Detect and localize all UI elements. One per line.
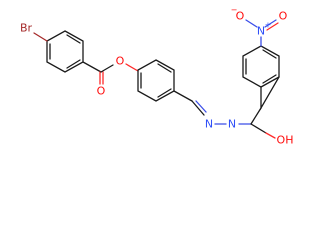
n-o-right-bond-a <box>264 19 277 28</box>
imine-bond-a <box>191 100 205 116</box>
bromophenyl-ring <box>46 30 84 73</box>
nitro-oxygen-right: O <box>279 10 288 23</box>
nitro-nitrogen: N <box>257 25 265 38</box>
n-o-left-bond <box>245 19 258 28</box>
nitrophenyl-ring <box>242 45 280 111</box>
nitro-oxygen-left: O <box>236 10 245 23</box>
structure-diagram: Br O O N + O − O N N OH <box>20 6 294 147</box>
nitrophenyl-ring-inner <box>245 49 277 84</box>
nitro-negative-charge: − <box>231 6 238 15</box>
bromine-atom: Br <box>20 22 33 35</box>
carbonyl-o-bond <box>100 64 114 73</box>
imine-bond-b <box>195 100 207 113</box>
imine-nitrogen: N <box>205 118 213 131</box>
amide-ring-bond <box>250 107 262 125</box>
ring-ch-bond <box>173 90 193 102</box>
ester-carbonyl-oxygen: O <box>97 85 106 98</box>
nitro-positive-charge: + <box>265 21 272 30</box>
molecule-drawing: Br O O N + O − O N N OH <box>20 6 294 147</box>
n-o-right-bond-b <box>266 22 279 31</box>
ring-carbonyl-bond <box>82 61 102 73</box>
c-br-bond <box>33 32 48 42</box>
ester-oxygen: O <box>116 55 125 68</box>
ester-o-ring-bond <box>125 63 139 72</box>
phenylene-ring <box>137 59 175 102</box>
amide-c-oh-bond <box>250 123 267 134</box>
amide-nitrogen: N <box>228 118 236 131</box>
hydroxyl-group: OH <box>277 134 294 147</box>
amide-oh-bond <box>265 132 276 139</box>
